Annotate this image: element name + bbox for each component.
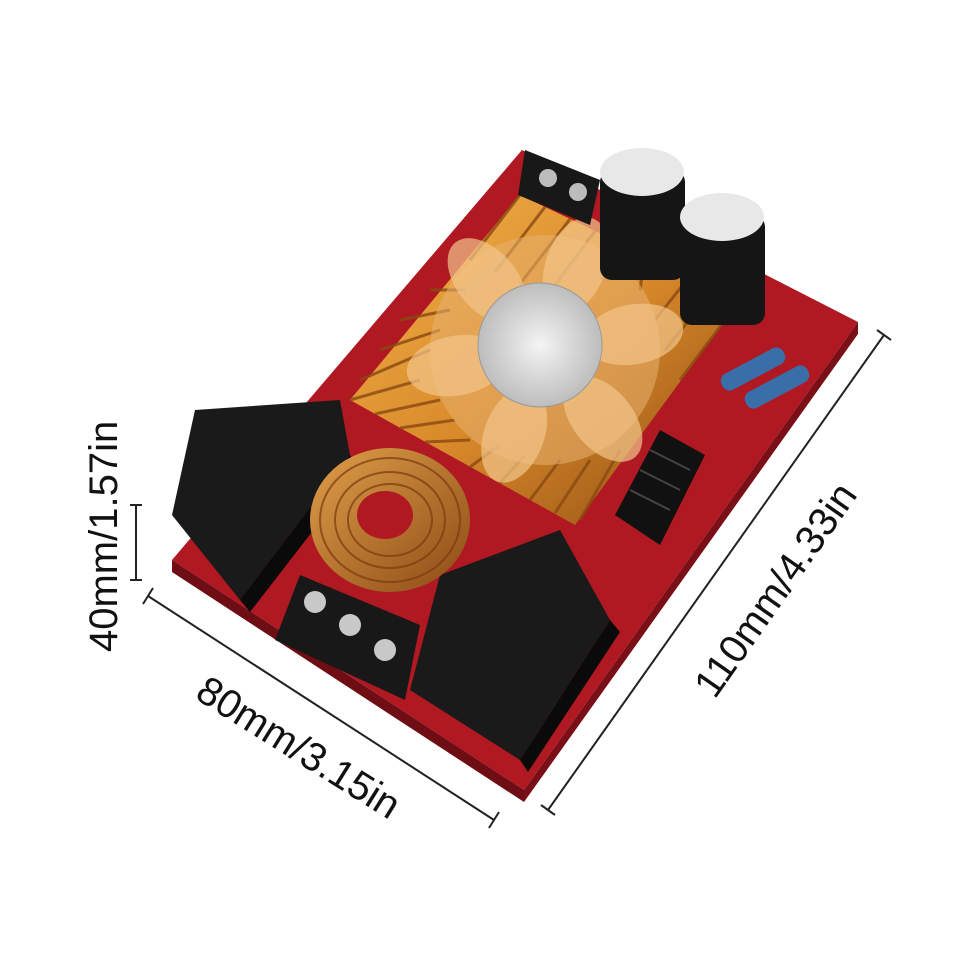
toroid-coil	[310, 448, 470, 592]
terminal-block-top	[518, 150, 600, 225]
capacitor-top-2	[680, 193, 765, 325]
capacitor-top-1	[600, 148, 685, 280]
resistors	[720, 347, 810, 409]
mosfet-heatsink	[615, 430, 705, 545]
resonant-capacitor-right	[410, 530, 620, 772]
length-dimension-line	[547, 334, 885, 811]
terminal-block-bottom	[275, 575, 420, 700]
height-label: 40mm/1.57in	[82, 420, 126, 652]
cooling-fan	[406, 217, 684, 483]
dimension-lines	[130, 329, 892, 829]
width-dimension-line	[147, 595, 495, 821]
